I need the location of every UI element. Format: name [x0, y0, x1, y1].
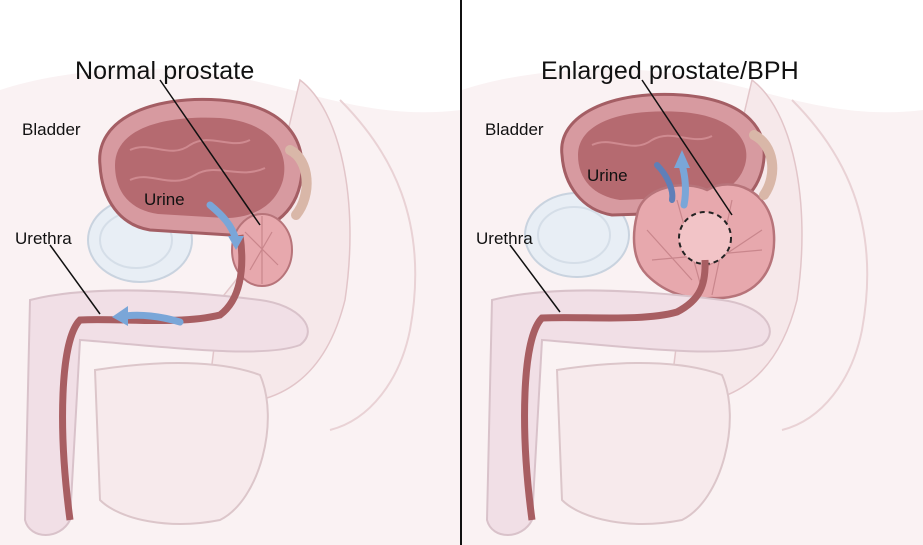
urine-flow-arrow-icon [654, 162, 676, 203]
bladder-cavity [115, 117, 285, 218]
panel-divider [460, 0, 462, 545]
urine-flow-arrow-icon [678, 161, 689, 209]
urethra-label: Urethra [476, 229, 533, 248]
enlarged-prostate-panel: Enlarged prostate/BPH Bladder Urine Uret… [462, 0, 923, 545]
title-leader-line [641, 79, 733, 216]
bph-anatomy-illustration [462, 69, 923, 545]
urethra-path [521, 259, 709, 521]
bladder-cavity [578, 111, 747, 200]
title-leader-line [159, 79, 261, 226]
bph-title: Enlarged prostate/BPH [541, 57, 799, 85]
normal-prostate-title: Normal prostate [75, 57, 255, 85]
urine-flow-arrow-icon [674, 150, 690, 168]
bladder-label: Bladder [485, 120, 544, 139]
urethra-label: Urethra [15, 229, 72, 248]
urethra-leader-line [509, 244, 561, 313]
bladder-label: Bladder [22, 120, 81, 139]
urine-label: Urine [144, 190, 185, 209]
urine-flow-arrow-icon [112, 306, 128, 326]
urine-flow-arrow-icon [228, 236, 244, 250]
urine-flow-arrow-icon [121, 311, 184, 326]
urethra-leader-line [49, 244, 101, 315]
normal-prostate-panel: Normal prostate Bladder Urine Urethra [0, 0, 461, 545]
compressed-urethra-circle [678, 211, 732, 265]
urine-label: Urine [587, 166, 628, 185]
normal-anatomy-illustration [0, 69, 461, 545]
